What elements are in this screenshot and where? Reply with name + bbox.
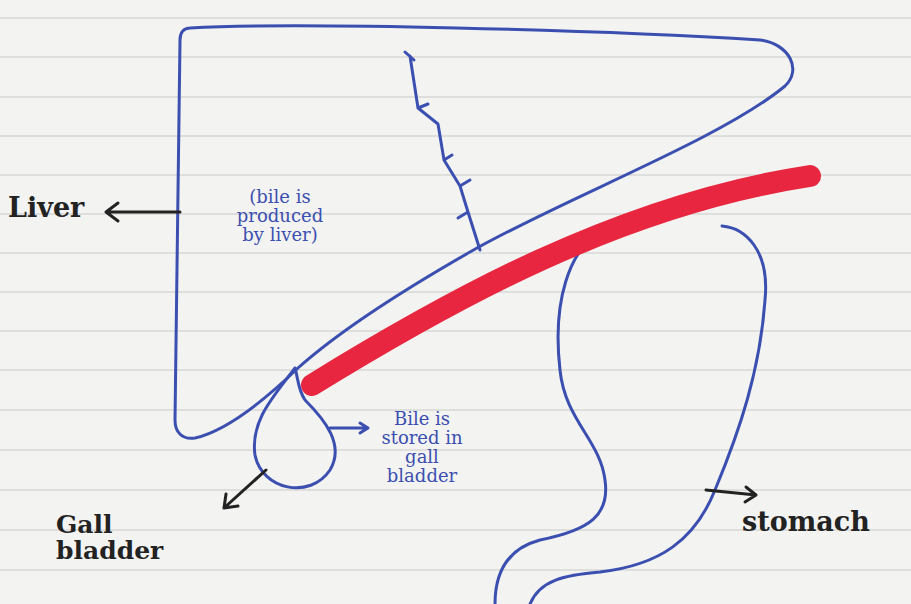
callout-note: Bile is stored in gall bladder [374, 410, 470, 486]
callout-arrow [706, 487, 756, 502]
callout-arrow [330, 423, 368, 433]
callout-arrow [224, 470, 266, 508]
callout-arrow [106, 203, 180, 221]
outline-path [175, 26, 793, 438]
gall-bladder-outline [254, 368, 335, 488]
stomach-inner-wall [495, 232, 606, 604]
organ-label: Gall bladder [56, 512, 176, 565]
organ-label: Liver [8, 194, 108, 222]
stomach-outer-wall [530, 226, 766, 604]
highlight-stroke [312, 176, 810, 385]
node-text: (bile is produced by liver) [230, 188, 330, 245]
liver-vein [405, 52, 480, 250]
liver-outline: (bile is produced by liver) [160, 20, 800, 445]
organ-label: stomach [742, 508, 911, 536]
